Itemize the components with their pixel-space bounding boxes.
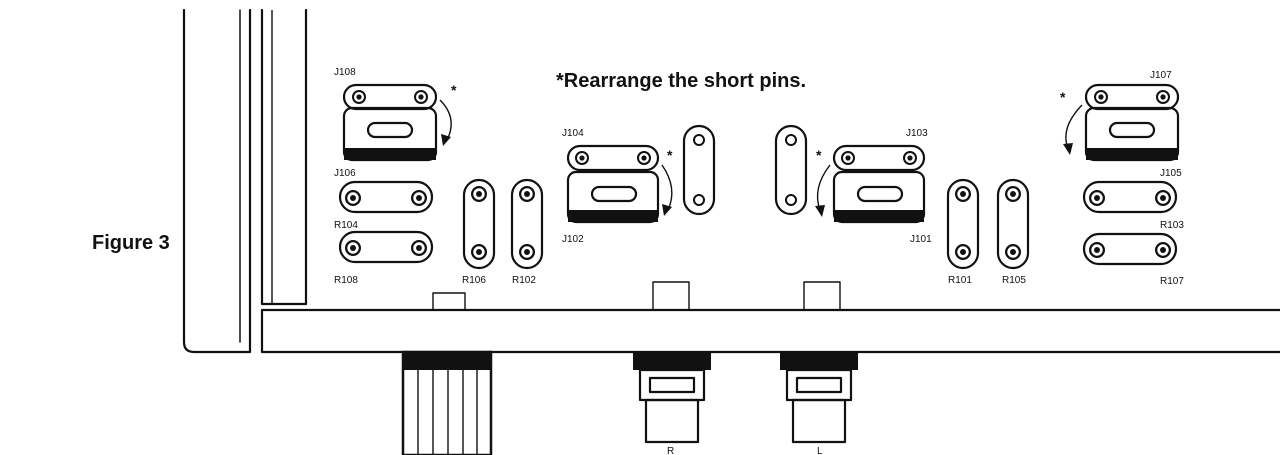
figure-caption: Figure 3 (92, 232, 170, 254)
label-j108: J108 (334, 67, 356, 78)
label-j104: J104 (562, 128, 584, 139)
arrow-j108 (439, 99, 452, 146)
star-j107: * (1060, 89, 1066, 105)
resistor-pad-r107 (1082, 232, 1178, 266)
label-r108: R108 (334, 275, 358, 286)
label-r106: R106 (462, 275, 486, 286)
short-pin-j108 (342, 106, 438, 162)
label-j102: J102 (562, 234, 584, 245)
jumper-pad-j108 (342, 83, 438, 111)
spare-short-pin-left (682, 124, 716, 216)
label-r102: R102 (512, 275, 536, 286)
label-r103: R103 (1160, 220, 1184, 231)
jumper-pad-j103 (832, 144, 926, 172)
label-j101: J101 (910, 234, 932, 245)
jack-label-right: R (667, 446, 674, 455)
resistor-pad-r108 (338, 230, 434, 264)
resistor-pad-r105 (996, 178, 1030, 270)
resistor-pad-r106 (462, 178, 496, 270)
label-r104: R104 (334, 220, 358, 231)
short-pin-j101 (832, 170, 926, 224)
label-r107: R107 (1160, 276, 1184, 287)
star-j101: * (816, 147, 822, 163)
star-j102: * (667, 147, 673, 163)
front-panel (260, 308, 1280, 354)
label-r105: R105 (1002, 275, 1026, 286)
arrow-j101 (815, 164, 831, 217)
arrow-j107 (1063, 104, 1083, 155)
jumper-pad-j104 (566, 144, 660, 172)
resistor-pad-r102 (510, 178, 544, 270)
short-pin-j107 (1084, 106, 1180, 162)
short-pin-j102 (566, 170, 660, 224)
jack-label-left: L (817, 446, 823, 455)
spare-short-pin-right (774, 124, 808, 216)
label-j103: J103 (906, 128, 928, 139)
heat-sink (401, 350, 493, 455)
label-j107: J107 (1150, 70, 1172, 81)
resistor-pad-j105-r103 (1082, 180, 1178, 214)
label-j105: J105 (1160, 168, 1182, 179)
label-j106: J106 (334, 168, 356, 179)
arrow-j102 (661, 164, 673, 216)
rca-jack-right (633, 352, 711, 444)
chassis-frame (182, 8, 308, 354)
label-r101: R101 (948, 275, 972, 286)
resistor-pad-j106-r104 (338, 180, 434, 214)
rearrange-note: *Rearrange the short pins. (556, 70, 806, 92)
rca-jack-left (780, 352, 858, 444)
jumper-pad-j107 (1084, 83, 1180, 111)
star-j108: * (451, 82, 457, 98)
resistor-pad-r101 (946, 178, 980, 270)
panel-tabs (432, 281, 841, 311)
